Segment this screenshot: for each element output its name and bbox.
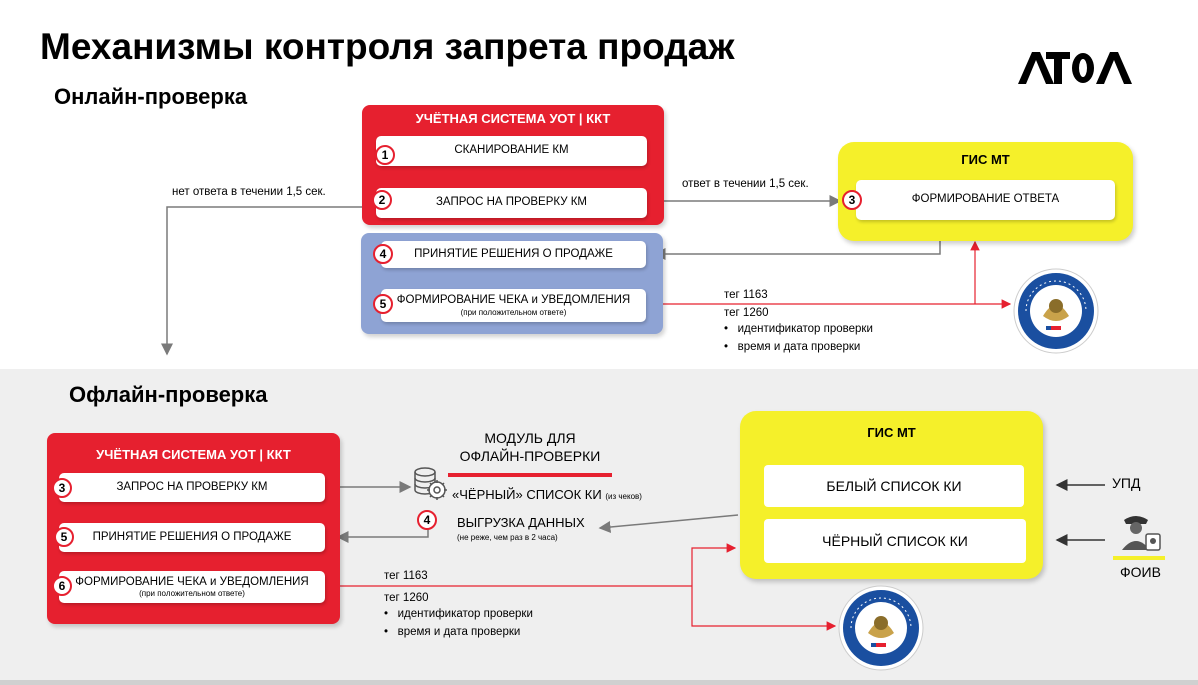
offline-step-5: ПРИНЯТИЕ РЕШЕНИЯ О ПРОДАЖЕ [59,523,325,552]
bullet-item: • идентификатор проверки [384,608,533,620]
online-system-box: УЧЁТНАЯ СИСТЕМА УОТ | ККТ СКАНИРОВАНИЕ К… [362,105,664,225]
module-title-line: ОФЛАЙН-ПРОВЕРКИ [459,448,601,464]
upload-label: ВЫГРУЗКА ДАННЫХ [457,515,585,530]
step-label: ПРИНЯТИЕ РЕШЕНИЯ О ПРОДАЖЕ [92,530,292,543]
tag-1163: тег 1163 [384,570,428,582]
online-gis-box: ГИС МТ ФОРМИРОВАНИЕ ОТВЕТА [838,142,1133,241]
online-step-2: ЗАПРОС НА ПРОВЕРКУ КМ [376,188,647,218]
offline-heading: Офлайн-проверка [69,382,268,407]
database-gear-icon [411,466,451,507]
fns-seal-icon [838,585,924,676]
gis-title: ГИС МТ [867,425,916,440]
online-system-title: УЧЁТНАЯ СИСТЕМА УОТ | ККТ [415,111,611,126]
blacklist-item: ЧЁРНЫЙ СПИСОК КИ [764,519,1026,563]
whitelist-item: БЕЛЫЙ СПИСОК КИ [764,465,1024,507]
module-title-line: МОДУЛЬ ДЛЯ [484,430,576,446]
step-label: СКАНИРОВАНИЕ КМ [454,144,569,157]
offline-system-title: УЧЁТНАЯ СИСТЕМА УОТ | ККТ [96,447,291,462]
step-label: ФОРМИРОВАНИЕ ЧЕКА и УВЕДОМЛЕНИЯ [75,575,309,588]
blacklist-note: (из чеков) [605,492,642,501]
atol-logo [1016,50,1134,86]
offline-step-6: ФОРМИРОВАНИЕ ЧЕКА и УВЕДОМЛЕНИЯ (при пол… [59,571,325,603]
bullet-item: • идентификатор проверки [724,323,873,335]
offline-gis-box: ГИС МТ БЕЛЫЙ СПИСОК КИ ЧЁРНЫЙ СПИСОК КИ [740,411,1043,579]
bullet-item: • время и дата проверки [384,626,521,638]
step-number-badge: 4 [417,510,437,530]
no-answer-label: нет ответа в течении 1,5 сек. [172,186,326,198]
online-step-1: СКАНИРОВАНИЕ КМ [376,136,647,166]
bullet-item: • время и дата проверки [724,341,861,353]
offline-step-3: ЗАПРОС НА ПРОВЕРКУ КМ [59,473,325,502]
step-number-badge: 1 [375,145,395,165]
page-title: Механизмы контроля запрета продаж [40,26,735,67]
online-decision-box: ПРИНЯТИЕ РЕШЕНИЯ О ПРОДАЖЕ ФОРМИРОВАНИЕ … [361,233,663,334]
online-step-4: ПРИНЯТИЕ РЕШЕНИЯ О ПРОДАЖЕ [381,241,646,268]
step-note: (при положительном ответе) [460,307,567,317]
foiv-underline [1113,556,1165,560]
step-number-badge: 5 [373,294,393,314]
footer-bar [0,680,1198,685]
atol-logo-icon [1018,52,1132,84]
step-number-badge: 3 [842,190,862,210]
step-number-badge: 6 [52,576,72,596]
offline-system-box: УЧЁТНАЯ СИСТЕМА УОТ | ККТ ЗАПРОС НА ПРОВ… [47,433,340,624]
upd-label: УПД [1112,475,1141,491]
step-number-badge: 4 [373,244,393,264]
inspector-icon [1116,512,1164,557]
foiv-label: ФОИВ [1120,564,1161,580]
blacklist-text: «ЧЁРНЫЙ» СПИСОК КИ [452,487,602,502]
step-label: ФОРМИРОВАНИЕ ОТВЕТА [911,193,1060,206]
upload-note: (не реже, чем раз в 2 часа) [457,533,558,542]
online-step-5: ФОРМИРОВАНИЕ ЧЕКА и УВЕДОМЛЕНИЯ (при пол… [381,289,646,322]
tag-1260: тег 1260 [724,307,769,319]
gis-title: ГИС МТ [961,152,1010,167]
step-number-badge: 3 [52,478,72,498]
step-note: (при положительном ответе) [139,589,245,599]
step-label: ЗАПРОС НА ПРОВЕРКУ КМ [116,480,268,493]
step-number-badge: 5 [54,527,74,547]
step-label: ЗАПРОС НА ПРОВЕРКУ КМ [435,196,588,209]
tag-1163: тег 1163 [724,289,768,301]
answer-label: ответ в течении 1,5 сек. [682,178,809,190]
step-label: ПРИНЯТИЕ РЕШЕНИЯ О ПРОДАЖЕ [414,247,613,260]
online-heading: Онлайн-проверка [54,84,248,109]
module-title: МОДУЛЬ ДЛЯ ОФЛАЙН-ПРОВЕРКИ [448,429,612,465]
tag-1260: тег 1260 [384,592,429,604]
fns-seal-icon [1013,268,1099,359]
step-label: ФОРМИРОВАНИЕ ЧЕКА и УВЕДОМЛЕНИЯ [396,294,631,307]
step-number-badge: 2 [372,190,392,210]
online-step-3: ФОРМИРОВАНИЕ ОТВЕТА [856,180,1115,220]
blacklist-label: «ЧЁРНЫЙ» СПИСОК КИ (из чеков) [452,487,642,502]
